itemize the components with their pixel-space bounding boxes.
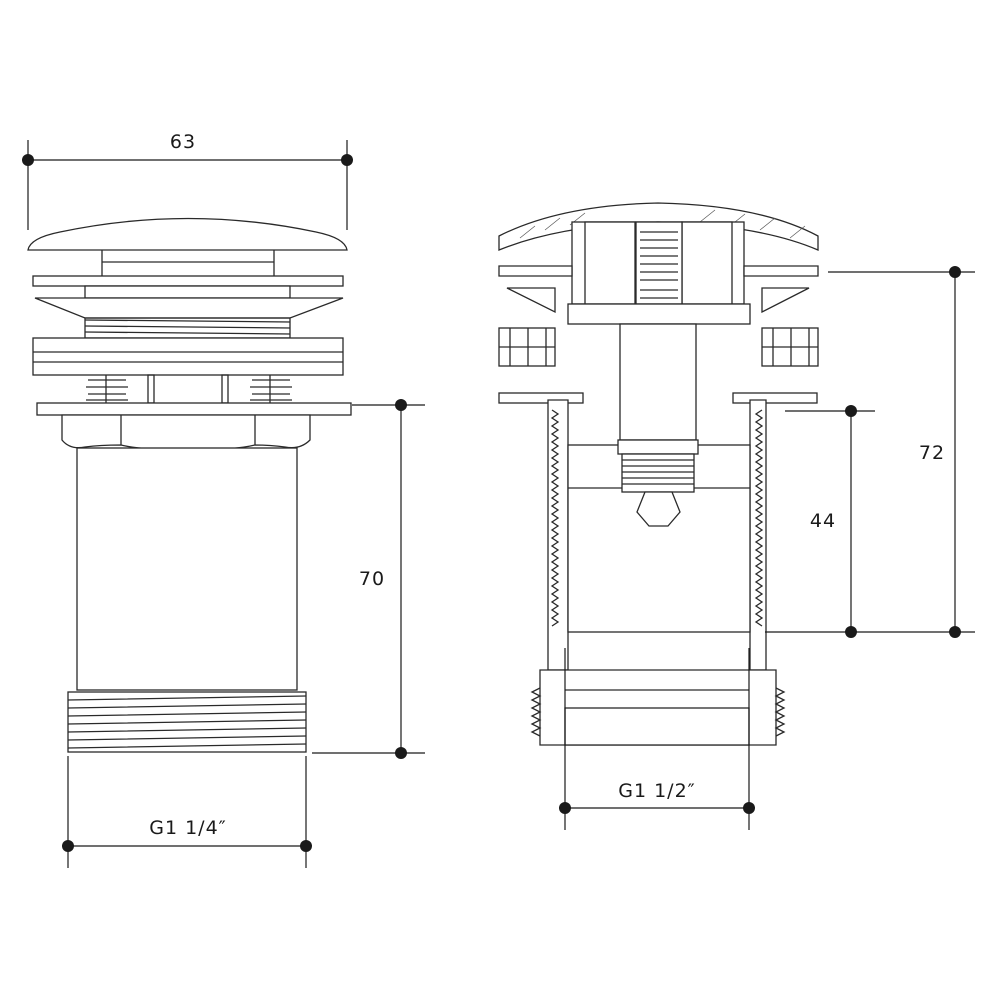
inner-height-label: 44 [810,510,836,532]
dimension-g112: G1 1/2″ [559,648,755,830]
overall-height-label: 72 [919,442,945,464]
lower-thread [67,691,307,753]
dimension-g114: G1 1/4″ [62,756,312,868]
springs [86,374,292,404]
right-section-view [498,202,819,746]
height-label: 70 [359,568,385,590]
dimension-72: 72 [765,266,975,638]
thread-label: G1 1/4″ [149,817,227,839]
thread-label-right: G1 1/2″ [618,780,696,802]
dimension-70: 70 [312,399,425,759]
outlet-thread [530,669,786,746]
center-screw [635,221,683,305]
width-label: 63 [170,131,196,153]
upper-thread [84,317,291,339]
lower-screw [621,453,695,527]
left-exterior-view [27,217,352,753]
dimension-63: 63 [22,131,353,230]
body-walls [547,399,767,671]
dimension-44: 44 [785,405,875,638]
side-nuts [498,327,819,367]
